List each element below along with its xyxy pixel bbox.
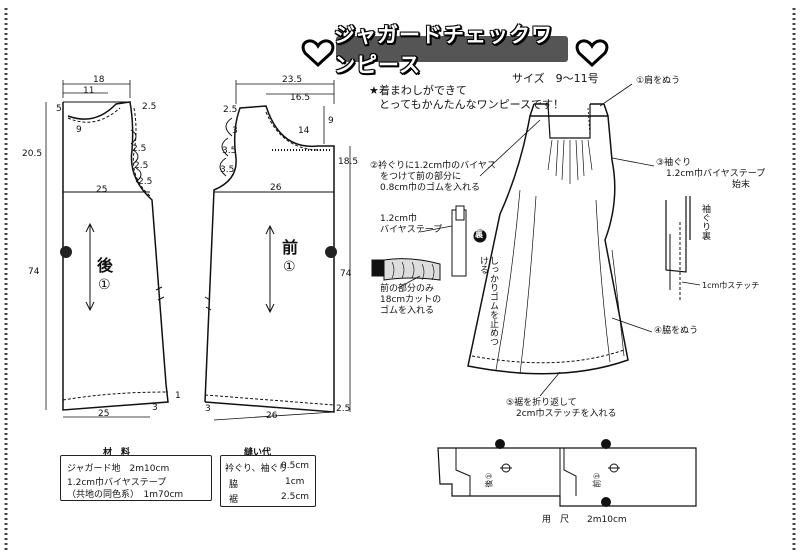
front-hem-ext: 3 [205,404,211,414]
back-arm-1: 2.5 [132,144,147,154]
back-hem: 25 [98,409,110,419]
step-2-line-3: 0.8cm巾のゴムを入れる [380,183,481,193]
seam-row-2-value: 1cm [285,477,305,487]
step-3-line-3: 始末 [732,180,751,190]
front-arm-1: 3 [232,126,238,136]
back-piece-number: ① [98,277,111,293]
back-shoulder: 2.5 [142,102,157,112]
armhole-stitch-label: 1cm巾ステッチ [702,281,760,290]
neck-bias-label: 1.2cm巾 バイヤステープ [380,214,442,236]
front-neck-curve: 14 [298,126,310,136]
neck-bias-line-2: バイヤステープ [380,225,443,235]
seam-row-1-value: 0.5cm [281,461,310,471]
materials-item-3: （共地の同色系） 1m70cm [67,490,184,500]
fabric-front-label: 前① [592,472,602,488]
front-hem: 26 [266,411,278,421]
front-dimension-lines [213,80,351,421]
step-4: ④脇をぬう [654,326,699,336]
front-neck-width: 16.5 [290,93,311,103]
neck-elastic-line-3: ゴムを入れる [380,306,435,316]
title-banner-bg [336,36,568,62]
step-3-line-2: 1.2cm巾バイヤステープ [666,169,766,179]
step-2-line-2: をつけて前の部分に [380,172,462,182]
step-3: ③袖ぐり 1.2cm巾バイヤステープ 始末 [656,158,765,191]
step-5: ⑤裾を折り返して 2cm巾ステッチを入れる [506,398,616,420]
fabric-layout [437,439,697,507]
back-chest: 25 [96,185,108,195]
back-top-width: 18 [93,75,105,85]
step-5-line-1: ⑤裾を折り返して [506,398,577,408]
heart-left-icon [301,39,335,68]
front-total-length: 74 [340,269,352,279]
materials-item-1: ジャガード地 2m10cm [67,464,170,474]
step-1: ①肩をぬう [636,76,681,86]
front-arm-3: 3.5 [220,165,235,175]
neck-gather-label: しっかりゴムを止めつける [478,256,498,346]
step-2-line-1: ②衿ぐりに1.2cm巾のバイヤス [370,161,496,171]
front-neck-drop: 9 [328,116,334,126]
back-armhole-length: 20.5 [22,149,43,159]
front-shoulder: 2.5 [223,105,238,115]
back-piece-label: 後 [97,256,114,275]
front-hem-rise: 2.5 [336,404,351,414]
step-3-line-1: ③袖ぐり [656,158,692,168]
back-neck-drop: 9 [76,125,82,135]
seam-box: 衿ぐり、袖ぐり 0.5cm 脇 1cm 裾 2.5cm [220,455,316,507]
seam-row-3-value: 2.5cm [281,492,310,502]
neck-detail-drawing [371,205,487,289]
dress-illustration [467,103,629,375]
seam-row-2-label: 脇 [229,480,239,490]
front-chest: 26 [270,183,282,193]
fabric-yardage: 用 尺 2m10cm [542,515,627,525]
back-neck-depth: 5 [56,104,62,114]
seam-row-3-label: 裾 [229,495,239,505]
step-2: ②衿ぐりに1.2cm巾のバイヤス をつけて前の部分に 0.8cm巾のゴムを入れる [370,161,496,194]
front-armhole-length: 18.5 [338,157,359,167]
neck-ura-label: 裏 [475,230,483,239]
leader-lines [479,83,655,397]
front-piece-label: 前 [282,238,299,257]
fabric-back-label: 後① [484,472,494,488]
tagline-line-2: とってもかんたんなワンピースです！ [379,98,565,111]
front-pattern-piece [204,105,337,413]
tagline-line-1: ★着まわしができて [369,84,467,97]
size-label: サイズ 9〜11号 [512,72,599,85]
seam-row-1-label: 衿ぐり、袖ぐり [225,464,288,474]
back-hem-note: 1 [175,391,181,401]
back-arm-2: 2.5 [134,161,149,171]
front-piece-number: ① [283,259,296,275]
armhole-detail-drawing [665,196,701,300]
seam-title: 縫い代 [244,448,272,458]
front-top-width: 23.5 [282,75,303,85]
back-neck-width: 11 [83,86,95,96]
back-dimension-lines [45,80,150,418]
back-pattern-piece [60,101,169,411]
tagline: ★着まわしができて とってもかんたんなワンピースです！ [369,84,564,112]
materials-box: ジャガード地 2m10cm 1.2cm巾バイヤステープ （共地の同色系） 1m7… [60,455,212,501]
neck-bias-line-1: 1.2cm巾 [380,214,418,224]
materials-title: 材 料 [103,448,131,458]
neck-elastic-line-1: 前の部分のみ [380,284,435,294]
back-total-length: 74 [28,267,40,277]
heart-right-icon [575,39,609,68]
armhole-ura-label: 袖ぐり裏 [700,204,710,240]
back-arm-3: 2.5 [138,177,153,187]
neck-elastic-line-2: 18cmカットの [380,295,442,305]
materials-item-2: 1.2cm巾バイヤステープ [67,478,167,488]
step-5-line-2: 2cm巾ステッチを入れる [516,409,617,419]
front-arm-2: 3.5 [222,146,237,156]
page-title: ジャガードチェックワンピース [334,23,553,77]
back-hem-ext: 3 [152,403,158,413]
neck-elastic-label: 前の部分のみ 18cmカットの ゴムを入れる [380,284,441,317]
